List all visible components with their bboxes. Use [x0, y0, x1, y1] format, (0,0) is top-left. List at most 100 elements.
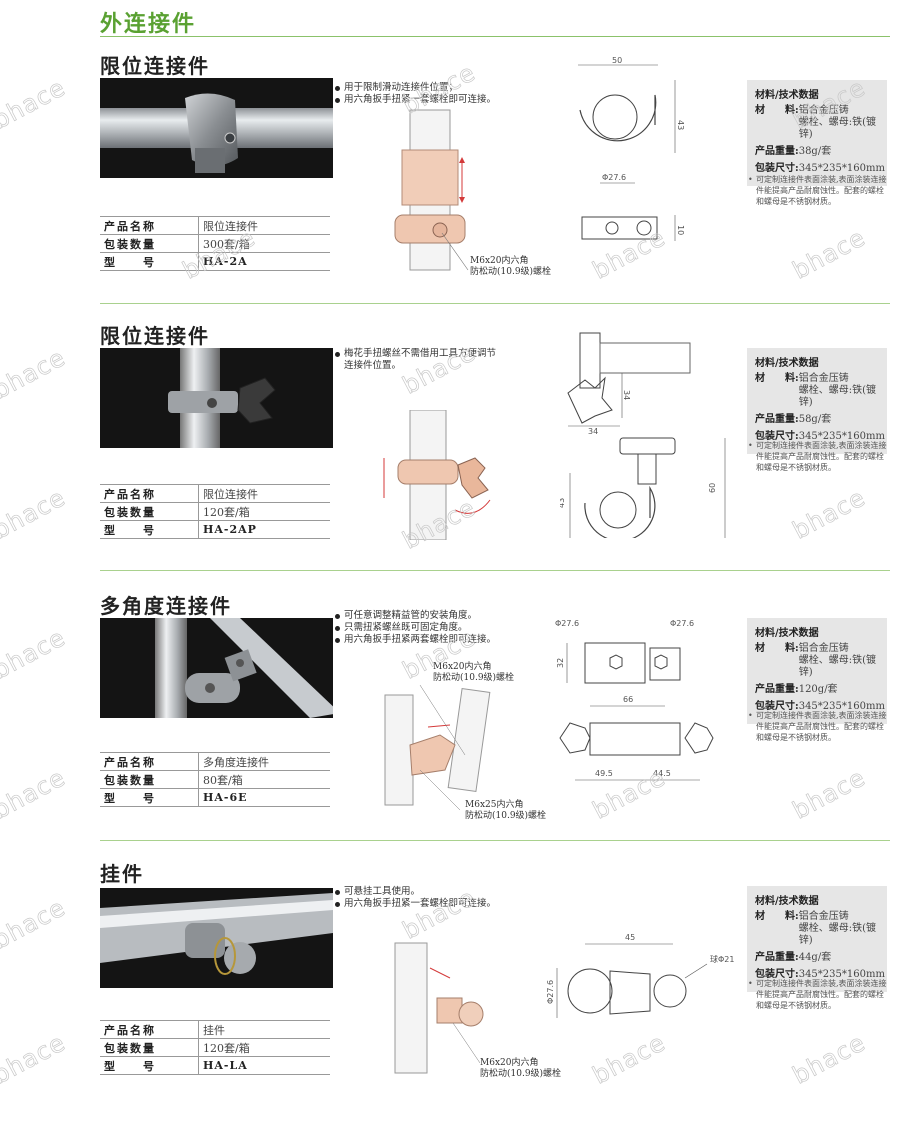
tech-row-weight: 产品重量:38g/套: [755, 146, 881, 158]
spec-label: 产品名称: [100, 216, 199, 235]
tech-value: 44g/套: [798, 952, 832, 963]
horizontal-tube-clamp-photo: [100, 93, 333, 173]
tech-value: 38g/套: [798, 146, 832, 157]
tech-value: 345*235*160mm: [798, 701, 885, 712]
spec-value: 120套/箱: [198, 1038, 330, 1057]
tech-row-weight: 产品重量:44g/套: [755, 952, 881, 964]
tech-header: 材料/技术数据: [755, 896, 819, 907]
knob-clamp-photo: [168, 348, 276, 448]
bolt-callout-upper: M6x20内六角 防松动(10.9级)螺栓: [433, 662, 514, 684]
spec-label: 型 号: [100, 788, 199, 807]
section-title: 挂件: [100, 862, 144, 886]
spec-value: HA-2AP: [198, 520, 330, 539]
title-divider: [100, 36, 890, 37]
dim-label: 45: [625, 933, 635, 942]
section-divider: [100, 840, 890, 841]
tech-value: 铝合金压铸螺栓、螺母:铁(镀锌): [799, 643, 881, 679]
spec-row-name: 产品名称挂件: [100, 1020, 330, 1039]
spec-label: 型 号: [100, 1056, 199, 1075]
spec-row-name: 产品名称限位连接件: [100, 484, 330, 503]
tech-value: 345*235*160mm: [798, 969, 885, 980]
dim-label: Φ27.6: [555, 619, 579, 628]
tech-label: 材 料:: [755, 643, 799, 654]
material-1: 铝合金压铸: [798, 911, 849, 922]
callout-line: 防松动(10.9级)螺栓: [480, 1069, 562, 1079]
tech-header: 材料/技术数据: [755, 628, 819, 639]
spec-row-name: 产品名称限位连接件: [100, 216, 330, 235]
product-photo: [100, 78, 333, 178]
tech-value: 120g/套: [798, 684, 838, 695]
dim-label: 60: [708, 483, 717, 493]
tech-row-material: 材 料:铝合金压铸螺栓、螺母:铁(镀锌): [755, 911, 881, 947]
tech-row-package: 包装尺寸:345*235*160mm: [755, 701, 885, 713]
bolt-callout-lower: M6x25内六角 防松动(10.9级)螺栓: [465, 800, 546, 822]
dim-label: 球Φ21: [710, 954, 734, 964]
tech-value: 345*235*160mm: [798, 163, 885, 174]
tech-label: 材 料:: [755, 911, 799, 922]
tech-label: 产品重量:: [755, 146, 799, 157]
tech-label: 产品重量:: [755, 414, 799, 425]
callout-line: M6x20内六角: [480, 1058, 539, 1068]
material-1: 铝合金压铸: [798, 643, 849, 654]
feature-list: 梅花手扭螺丝不需借用工具方便调节连接件位置。: [335, 348, 500, 372]
feature-list: 用于限制滑动连接件位置； 用六角扳手扭紧一套螺栓即可连接。: [335, 82, 525, 106]
tech-row-package: 包装尺寸:345*235*160mm: [755, 431, 885, 443]
assembly-illustration: [384, 685, 491, 810]
tech-header: 材料/技术数据: [755, 90, 819, 101]
callout-line: M6x20内六角: [470, 256, 529, 266]
section-title: 限位连接件: [100, 54, 210, 78]
feature-item: 用六角扳手扭紧两套螺栓即可连接。: [335, 634, 525, 646]
tech-value: 铝合金压铸螺栓、螺母:铁(镀锌): [799, 911, 881, 947]
feature-item: 可悬挂工具使用。: [335, 886, 525, 898]
dim-label: Φ27.6: [546, 980, 555, 1004]
coating-note: 可定制连接件表面涂装,表面涂装连接件能提高产品耐腐蚀性。配套的螺栓和螺母是不锈钢…: [748, 174, 888, 207]
bolt-callout: M6x20内六角 防松动(10.9级)螺栓: [480, 1058, 561, 1080]
multi-angle-joint-photo: [155, 618, 333, 718]
dim-label: 50: [612, 56, 622, 65]
dim-label: 43: [560, 498, 566, 508]
feature-item: 梅花手扭螺丝不需借用工具方便调节连接件位置。: [335, 348, 500, 372]
product-photo: [100, 348, 333, 448]
material-2: 螺栓、螺母:铁(镀锌): [798, 923, 876, 946]
callout-line: M6x25内六角: [465, 800, 524, 810]
tech-row-weight: 产品重量:58g/套: [755, 414, 881, 426]
spec-label: 型 号: [100, 520, 199, 539]
tech-value: 58g/套: [798, 414, 832, 425]
tech-data-box: 材料/技术数据 材 料:铝合金压铸螺栓、螺母:铁(镀锌) 产品重量:58g/套 …: [747, 348, 887, 454]
tech-row-material: 材 料:铝合金压铸螺栓、螺母:铁(镀锌): [755, 105, 881, 141]
spec-value: 300套/箱: [198, 234, 330, 253]
tech-row-weight: 产品重量:120g/套: [755, 684, 881, 696]
spec-label: 产品名称: [100, 484, 199, 503]
tech-data-box: 材料/技术数据 材 料:铝合金压铸螺栓、螺母:铁(镀锌) 产品重量:44g/套 …: [747, 886, 887, 992]
tech-value: 铝合金压铸螺栓、螺母:铁(镀锌): [799, 105, 881, 141]
dim-label: 10: [676, 225, 685, 235]
material-2: 螺栓、螺母:铁(镀锌): [798, 385, 876, 408]
feature-item: 用六角扳手扭紧一套螺栓即可连接。: [335, 898, 525, 910]
dim-label: Φ27.6: [602, 173, 626, 182]
spec-label: 包装数量: [100, 502, 199, 521]
tech-data-box: 材料/技术数据 材 料:铝合金压铸螺栓、螺母:铁(镀锌) 产品重量:38g/套 …: [747, 80, 887, 186]
spec-value: HA-2A: [198, 252, 330, 271]
tech-label: 包装尺寸:: [755, 163, 799, 174]
coating-note: 可定制连接件表面涂装,表面涂装连接件能提高产品耐腐蚀性。配套的螺栓和螺母是不锈钢…: [748, 710, 888, 743]
spec-value: HA-6E: [198, 788, 330, 807]
spec-label: 产品名称: [100, 752, 199, 771]
spec-label: 包装数量: [100, 234, 199, 253]
section-divider: [100, 570, 890, 571]
feature-list: 可悬挂工具使用。 用六角扳手扭紧一套螺栓即可连接。: [335, 886, 525, 910]
tech-row-material: 材 料:铝合金压铸螺栓、螺母:铁(镀锌): [755, 373, 881, 409]
dim-label: 66: [623, 695, 633, 704]
spec-label: 包装数量: [100, 1038, 199, 1057]
spec-value: HA-LA: [198, 1056, 330, 1075]
page-title: 外连接件: [100, 12, 197, 37]
tech-label: 包装尺寸:: [755, 969, 799, 980]
